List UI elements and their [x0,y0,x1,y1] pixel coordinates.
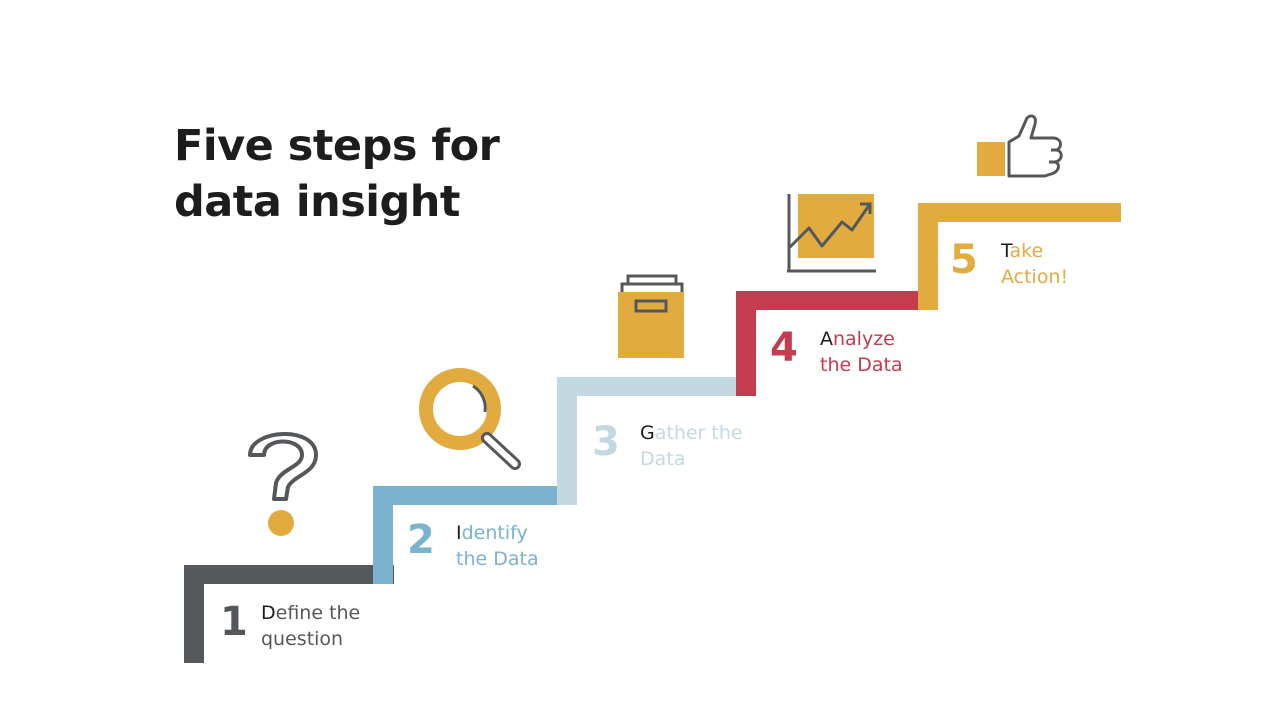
stair-3-tread [557,377,756,396]
step-5-label-line2: Action! [1001,266,1069,288]
stair-4-riser [736,291,756,396]
thumbs-up-icon [977,114,1063,178]
step-5-label-rest: ake [1009,240,1044,262]
stair-5-riser [918,203,938,310]
step-2-label-line2: the Data [456,548,539,570]
stair-3-riser [557,377,577,505]
stair-1-riser [184,565,204,663]
step-3-label-line2: Data [640,448,686,470]
step-1-label-initial: D [261,602,276,624]
step-2-number: 2 [407,517,435,563]
stair-5-tread [918,203,1121,222]
step-4-label: Analyze the Data [820,326,903,378]
step-3-label: Gather the Data [640,420,743,472]
step-3-label-rest: ather the [654,422,743,444]
question-mark-icon [248,432,318,536]
step-4-label-rest: nalyze [833,328,895,350]
title-line-1: Five steps for [174,121,500,171]
stair-4-tread [736,291,938,310]
step-4-label-line2: the Data [820,354,903,376]
step-3-number: 3 [592,419,620,465]
step-1-label-rest: efine the [275,602,361,624]
magnifier-icon [419,368,521,470]
step-2-label-initial: I [456,522,462,544]
step-1-label: Define the question [261,600,360,652]
line-chart-icon [787,194,876,273]
step-1-number: 1 [220,599,248,645]
step-3-label-initial: G [640,422,655,444]
title-line-2: data insight [174,177,460,227]
file-box-icon [618,274,684,358]
step-4-label-initial: A [820,328,833,350]
step-5-number: 5 [950,237,978,283]
step-2-label-rest: dentify [461,522,528,544]
step-2-label: Identify the Data [456,520,539,572]
step-5-label: Take Action! [1001,238,1068,290]
step-5-label-initial: T [1001,240,1010,262]
stair-2-riser [373,486,393,584]
page-title: Five steps for data insight [174,118,500,230]
stair-1-tread [184,565,394,584]
step-4-number: 4 [770,325,798,371]
step-1-label-line2: question [261,628,344,650]
stair-2-tread [373,486,577,505]
